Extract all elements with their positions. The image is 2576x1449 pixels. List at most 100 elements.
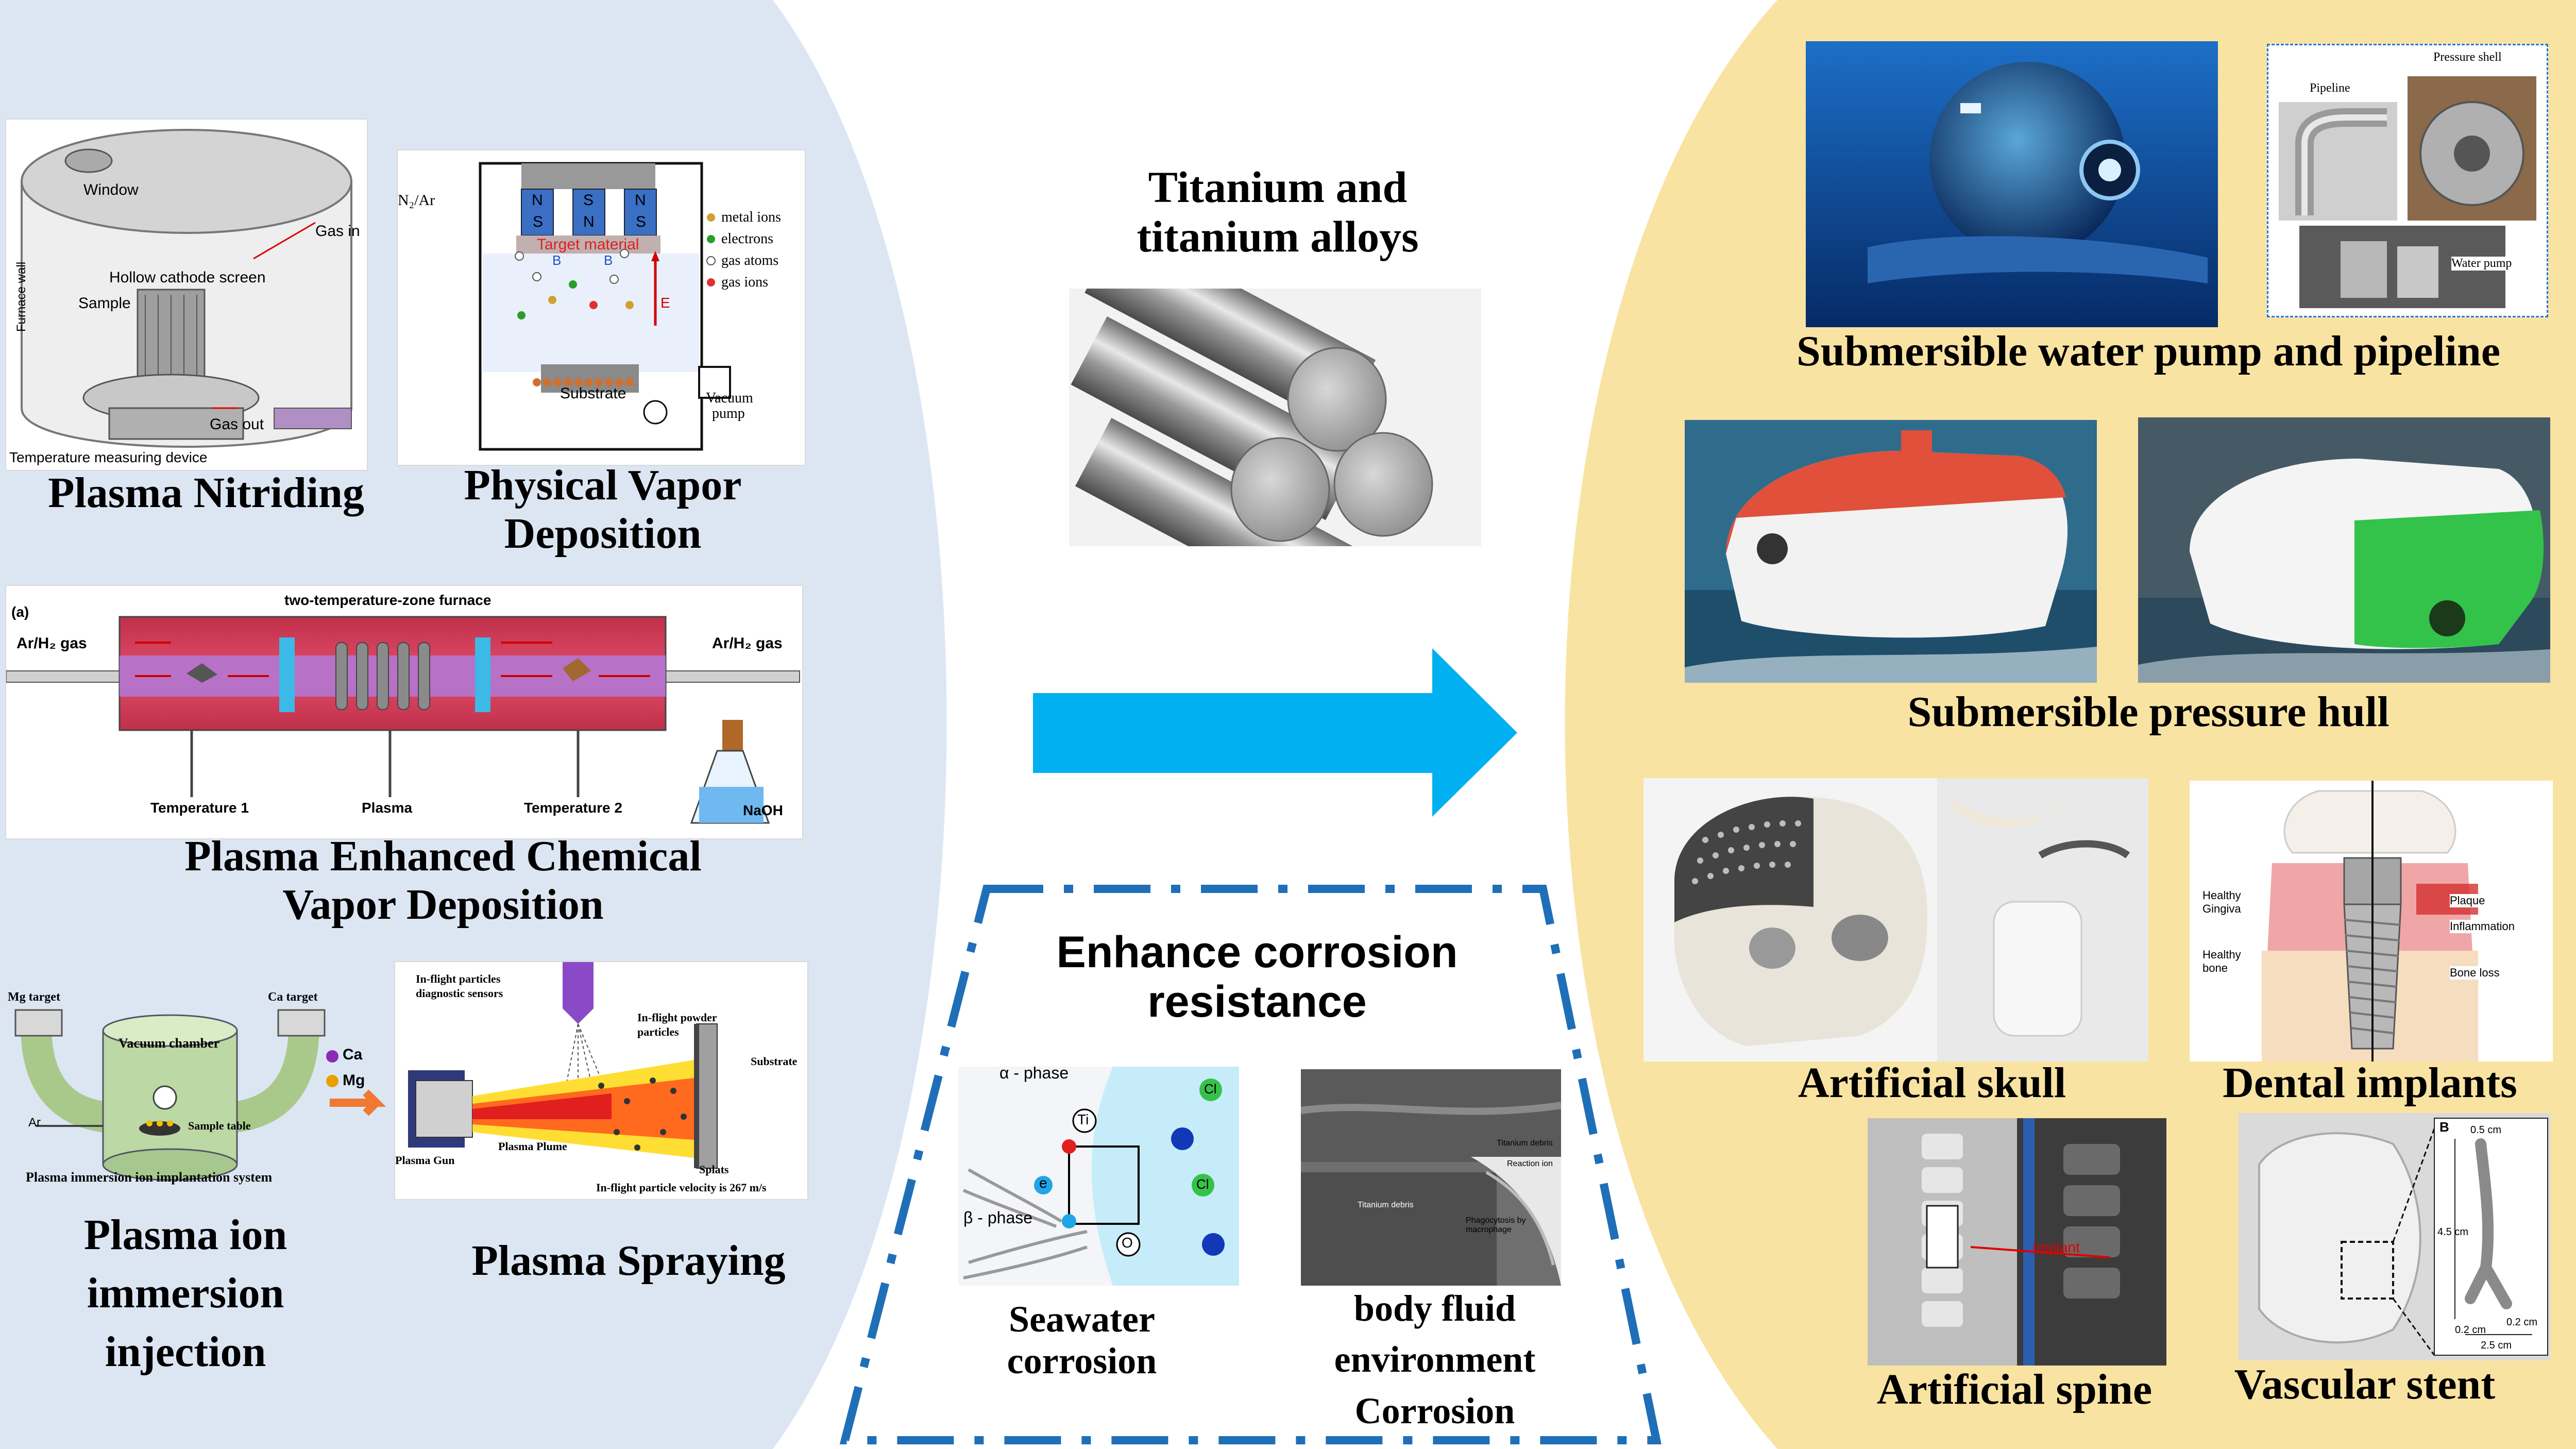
bodyfluid-caption: body fluid environment Corrosion <box>1303 1283 1566 1437</box>
stent-dim-5: 2.5 cm <box>2481 1340 2512 1351</box>
furnace-wall-label: Furnace wall <box>14 261 29 332</box>
pipeline-label: Pipeline <box>2310 81 2350 95</box>
velocity-label: In-flight particle velocity is 267 m/s <box>596 1181 767 1194</box>
ca-label: Ca <box>343 1046 363 1063</box>
beta-phase-label: β - phase <box>963 1208 1033 1227</box>
fendouzhe-submersible-photo <box>2138 417 2550 683</box>
seawater-caption-line2: corrosion <box>1007 1340 1157 1381</box>
inflammation-label: Inflammation <box>2450 920 2515 933</box>
piii-system-label: Plasma immersion ion implantation system <box>26 1170 273 1185</box>
gas-in-pecvd-label: Ar/H₂ gas <box>16 635 87 652</box>
stent-dim-3: 0.2 cm <box>2506 1317 2538 1328</box>
piii-diagram: Mg target Ca target Vacuum chamber Ca Mg… <box>5 984 392 1195</box>
hull-caption: Submersible pressure hull <box>1907 688 2389 736</box>
bodyfluid-caption-line1: body fluid <box>1353 1288 1516 1329</box>
alpha-phase-label: α - phase <box>999 1067 1069 1082</box>
vacuum-chamber-label: Vacuum chamber <box>118 1036 220 1051</box>
temperature-1-label: Temperature 1 <box>150 800 249 816</box>
vascular-stent-image: B 0.5 cm 4.5 cm 0.2 cm 0.2 cm 2.5 cm <box>2239 1113 2550 1360</box>
stent-dim-4: 0.2 cm <box>2455 1324 2486 1336</box>
piii-caption: Plasma ion immersion injection <box>21 1206 350 1381</box>
healthy-bone-label-2: bone <box>2202 962 2228 974</box>
naoh-label: NaOH <box>743 802 783 818</box>
titanium-debris-label-2: Titanium debris <box>1358 1201 1414 1209</box>
magnet-1: N <box>532 192 543 209</box>
temperature-device-label: Temperature measuring device <box>9 449 208 465</box>
pecvd-panel-label: (a) <box>11 604 29 620</box>
implant-label: Implant <box>2032 1239 2080 1255</box>
b-label-2: B <box>604 252 613 268</box>
ar-label: Ar <box>28 1116 41 1130</box>
furnace-label: two-temperature-zone furnace <box>284 592 492 608</box>
cl-label-1: Cl <box>1204 1081 1217 1097</box>
jiaolong-submersible-photo <box>1685 420 2097 683</box>
mg-target-label: Mg target <box>8 990 60 1004</box>
plasma-spraying-diagram: In-flight particles diagnostic sensors I… <box>394 961 808 1200</box>
bodyfluid-caption-line3: Corrosion <box>1354 1390 1515 1431</box>
artificial-skull-photo <box>1643 778 2148 1062</box>
bone-loss-label: Bone loss <box>2450 966 2500 980</box>
magnet-6: S <box>636 213 647 230</box>
sensors-label-2: diagnostic sensors <box>416 987 503 1000</box>
ti-ion <box>1072 1108 1097 1133</box>
piii-caption-line1: Plasma ion <box>83 1211 287 1259</box>
seawater-corrosion-diagram: α - phase β - phase Ti Cl Cl e O <box>958 1067 1239 1286</box>
window-label: Window <box>83 181 139 198</box>
healthy-gingiva-label-2: Gingiva <box>2202 902 2241 915</box>
plasma-gun-label: Plasma Gun <box>395 1154 455 1167</box>
magnet-2: S <box>533 213 544 230</box>
plasma-spraying-caption: Plasma Spraying <box>471 1237 786 1285</box>
stent-caption: Vascular stent <box>2234 1360 2496 1408</box>
skull-caption: Artificial skull <box>1798 1059 2066 1107</box>
bodyfluid-caption-line2: environment <box>1334 1339 1536 1380</box>
healthy-bone-label-1: Healthy <box>2202 948 2241 961</box>
pecvd-diagram: (a) two-temperature-zone furnace Ar/H₂ g… <box>5 585 803 839</box>
sample-table-label: Sample table <box>188 1119 251 1132</box>
magnet-3: S <box>583 192 594 209</box>
gas-out-pecvd-label: Ar/H₂ gas <box>712 635 783 652</box>
vacuum-pump-label-2: pump <box>712 406 745 422</box>
titanium-title-line2: titanium alloys <box>1137 212 1419 262</box>
substrate-label: Substrate <box>560 385 626 402</box>
legend-metal-ions: metal ions <box>721 209 781 225</box>
reaction-ion-label: Reaction ion <box>1507 1159 1553 1168</box>
corrosion-dashed-box <box>839 885 1662 1444</box>
stent-dim-2: 4.5 cm <box>2437 1226 2469 1238</box>
o-label: O <box>1122 1235 1133 1251</box>
magnet-5: N <box>635 192 646 209</box>
o-ion <box>1116 1232 1141 1257</box>
target-material-label: Target material <box>537 236 639 253</box>
titanium-rods-image <box>1069 289 1481 546</box>
red-dot <box>1062 1139 1076 1154</box>
pump-caption: Submersible water pump and pipeline <box>1796 327 2501 375</box>
stent-dim-1: 0.5 cm <box>2470 1124 2502 1136</box>
cl-ion-1 <box>1199 1079 1222 1101</box>
submersible-photo <box>1806 41 2218 327</box>
b-label-1: B <box>552 252 562 268</box>
phagocytosis-label: Phagocytosis by macrophage <box>1466 1216 1526 1234</box>
corrosion-title: Enhance corrosion resistance <box>1030 928 1484 1027</box>
titanium-debris-label-1: Titanium debris <box>1497 1139 1553 1148</box>
pecvd-caption-line2: Vapor Deposition <box>282 881 604 929</box>
stent-panel-label: B <box>2439 1119 2449 1135</box>
corrosion-title-line2: resistance <box>1147 977 1367 1027</box>
pvd-caption: Physical Vapor Deposition <box>397 461 809 558</box>
plasma-label: Plasma <box>362 800 413 816</box>
body-fluid-sem-image: Titanium debris Reaction ion Titanium de… <box>1301 1069 1561 1286</box>
piii-caption-line2: immersion <box>87 1269 284 1318</box>
gas-out-label: Gas out <box>210 416 264 433</box>
seawater-caption: Seawater corrosion <box>969 1299 1195 1381</box>
powder-label-2: particles <box>637 1025 679 1038</box>
seawater-caption-line1: Seawater <box>1009 1299 1155 1340</box>
pecvd-caption: Plasma Enhanced Chemical Vapor Depositio… <box>31 832 855 929</box>
blue-ion-2 <box>1202 1233 1225 1256</box>
e-field-label: E <box>660 295 670 311</box>
plasma-plume-label: Plasma Plume <box>498 1140 567 1153</box>
pvd-gas-label: N₂/Ar <box>398 192 435 209</box>
pressure-shell-label: Pressure shell <box>2433 50 2502 64</box>
cl-ion-2 <box>1192 1174 1214 1197</box>
substrate-spray-label: Substrate <box>751 1055 798 1068</box>
corrosion-title-line1: Enhance corrosion <box>1056 928 1458 977</box>
water-pump-label: Water pump <box>2451 257 2512 271</box>
pump-pipeline-panel: Pipeline Pressure shell Water pump <box>2267 44 2548 317</box>
